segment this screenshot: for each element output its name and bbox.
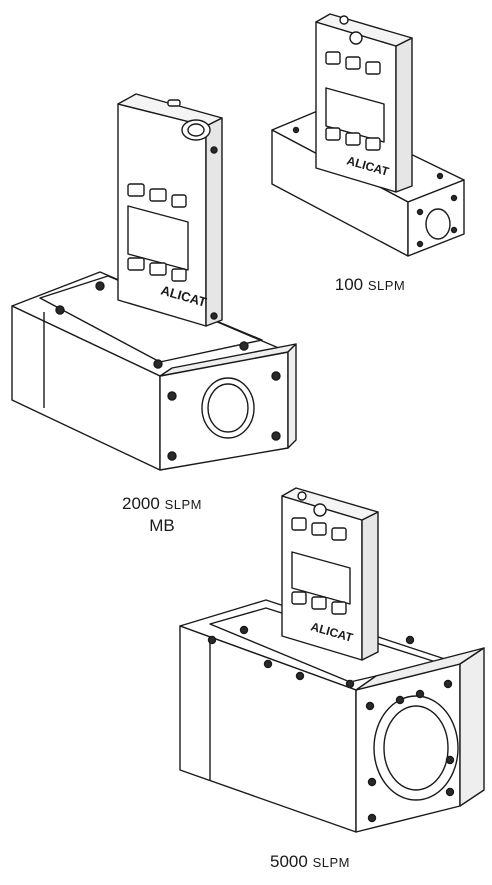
- screws: [207, 625, 455, 823]
- display-buttons: [325, 51, 381, 151]
- lcd-screen: [127, 205, 189, 271]
- display-buttons: [127, 183, 187, 282]
- flow-port: [201, 377, 255, 439]
- flow-port-inner: [207, 383, 249, 433]
- connector-port: [349, 31, 363, 45]
- flow-units: SLPM: [312, 855, 350, 870]
- meter-100: ALICAT: [271, 13, 465, 257]
- flow-port-inner: [383, 705, 449, 791]
- lcd-screen: [291, 551, 351, 605]
- end-cap-side: [459, 647, 485, 807]
- top-screws: [292, 126, 444, 180]
- caption-model-suffix: MB: [149, 516, 175, 535]
- display-top: [117, 93, 223, 127]
- flow-units: SLPM: [164, 497, 202, 512]
- lcd-screen: [325, 87, 385, 143]
- usb-port: [167, 99, 181, 107]
- screws: [55, 281, 281, 461]
- connector-port: [181, 119, 211, 141]
- flow-value: 5000: [270, 852, 308, 871]
- display-side: [361, 511, 379, 661]
- display-side: [395, 37, 413, 193]
- caption-5000-slpm: 5000 SLPM: [240, 852, 380, 873]
- meter-2000-mb: ALICAT: [11, 93, 297, 471]
- base-plate: [39, 275, 263, 363]
- meter-5000: ALICAT: [179, 487, 485, 833]
- caption-2000-slpm: 2000 SLPM: [92, 494, 232, 515]
- flow-port: [425, 208, 451, 240]
- flow-value: 100: [334, 275, 364, 294]
- connector-port: [313, 503, 327, 517]
- side-screws: [210, 146, 218, 320]
- end-cap-side: [287, 343, 297, 449]
- caption-100-slpm: 100 SLPM: [300, 275, 440, 296]
- flow-units: SLPM: [367, 278, 406, 293]
- screws: [416, 194, 458, 248]
- flow-port: [373, 695, 459, 801]
- flow-value: 2000: [122, 494, 160, 513]
- display-buttons: [291, 517, 347, 615]
